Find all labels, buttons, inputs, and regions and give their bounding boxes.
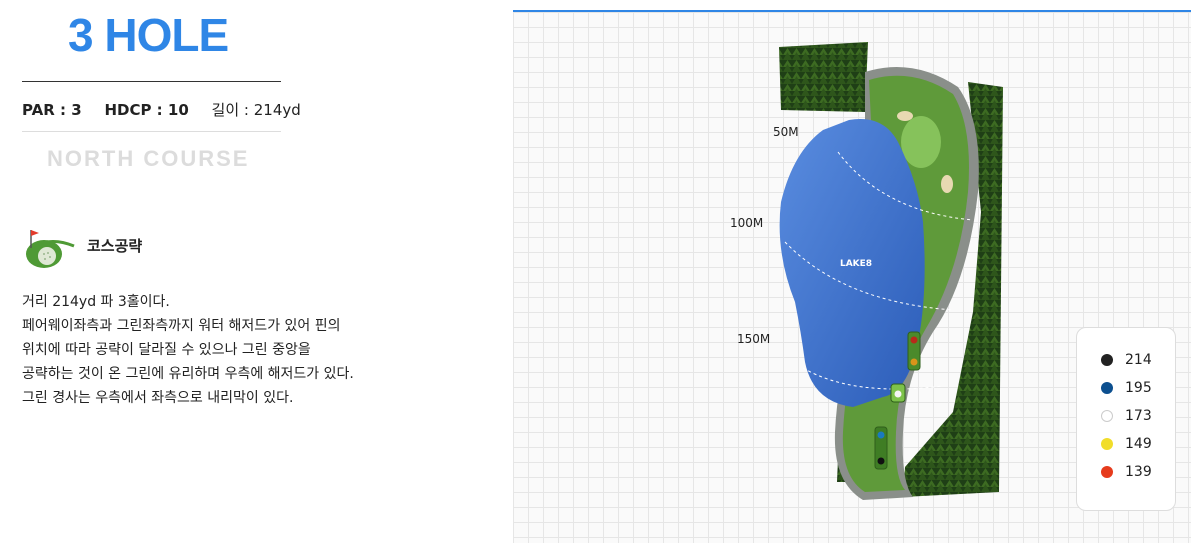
hole-stats: PAR : 3 HDCP : 10 길이 : 214yd <box>22 99 319 120</box>
legend-item: 195 <box>1101 380 1152 400</box>
legend-value: 214 <box>1125 352 1152 368</box>
legend-item: 139 <box>1101 464 1152 484</box>
tree-line <box>903 82 1003 497</box>
description-line: 그린 경사는 우측에서 좌측으로 내리막이 있다. <box>22 390 294 406</box>
distance-arc <box>784 241 954 311</box>
distance-label-50: 50M <box>773 125 799 139</box>
legend-value: 149 <box>1125 436 1152 452</box>
legend-item: 149 <box>1101 436 1152 456</box>
legend-value: 173 <box>1125 408 1152 424</box>
course-illustration: LAKE8 <box>779 42 1003 500</box>
distance-label-150: 150M <box>737 332 771 346</box>
par-label: PAR : 3 <box>22 101 82 119</box>
tree-line <box>779 42 868 112</box>
course-name: NORTH COURSE <box>47 146 250 171</box>
tee-marker-black <box>877 457 885 465</box>
legend-value: 139 <box>1125 464 1152 480</box>
hole-map: LAKE8 50M 100M 150M 214 195 173 149 139 <box>513 10 1191 543</box>
description-line: 거리 214yd 파 3홀이다. <box>22 294 170 310</box>
legend-value: 195 <box>1125 380 1152 396</box>
divider <box>22 81 281 82</box>
strategy-description: 거리 214yd 파 3홀이다. 페어웨이좌측과 그린좌측까지 워터 해저드가 … <box>22 290 442 410</box>
tee-marker-red <box>910 336 918 344</box>
golf-ball-flag-icon <box>26 230 75 268</box>
bunker <box>897 111 913 121</box>
length-label: 길이 : 214yd <box>211 101 301 119</box>
tee-distance-legend: 214 195 173 149 139 <box>1076 327 1176 511</box>
tee-marker-blue <box>877 431 885 439</box>
strategy-title: 코스공략 <box>87 237 143 255</box>
tee-dot-icon <box>1101 410 1113 422</box>
tee-dot-icon <box>1101 466 1113 478</box>
lake <box>779 118 925 408</box>
tee-dot-icon <box>1101 354 1113 366</box>
tee-marker-white <box>894 390 902 398</box>
lake-label: LAKE8 <box>840 259 872 269</box>
tee-box <box>874 426 888 470</box>
description-line: 공략하는 것이 온 그린에 유리하며 우측에 해저드가 있다. <box>22 366 354 382</box>
legend-item: 173 <box>1101 408 1152 428</box>
distance-arc <box>802 367 944 390</box>
tee-dot-icon <box>1101 382 1113 394</box>
description-line: 위치에 따라 공략이 달라질 수 있으나 그린 중앙을 <box>22 342 311 358</box>
divider <box>22 131 281 132</box>
putting-green <box>901 116 941 168</box>
legend-item: 214 <box>1101 352 1152 372</box>
distance-label-100: 100M <box>730 216 764 230</box>
tee-dot-icon <box>1101 438 1113 450</box>
tee-marker-yellow <box>910 358 918 366</box>
hdcp-label: HDCP : 10 <box>104 101 189 119</box>
bunker <box>941 175 953 193</box>
hole-title: 3 HOLE <box>68 9 229 61</box>
description-line: 페어웨이좌측과 그린좌측까지 워터 해저드가 있어 핀의 <box>22 318 341 334</box>
hole-info-panel: 3 HOLE PAR : 3 HDCP : 10 길이 : 214yd NORT… <box>0 0 354 549</box>
distance-arc <box>837 151 974 221</box>
